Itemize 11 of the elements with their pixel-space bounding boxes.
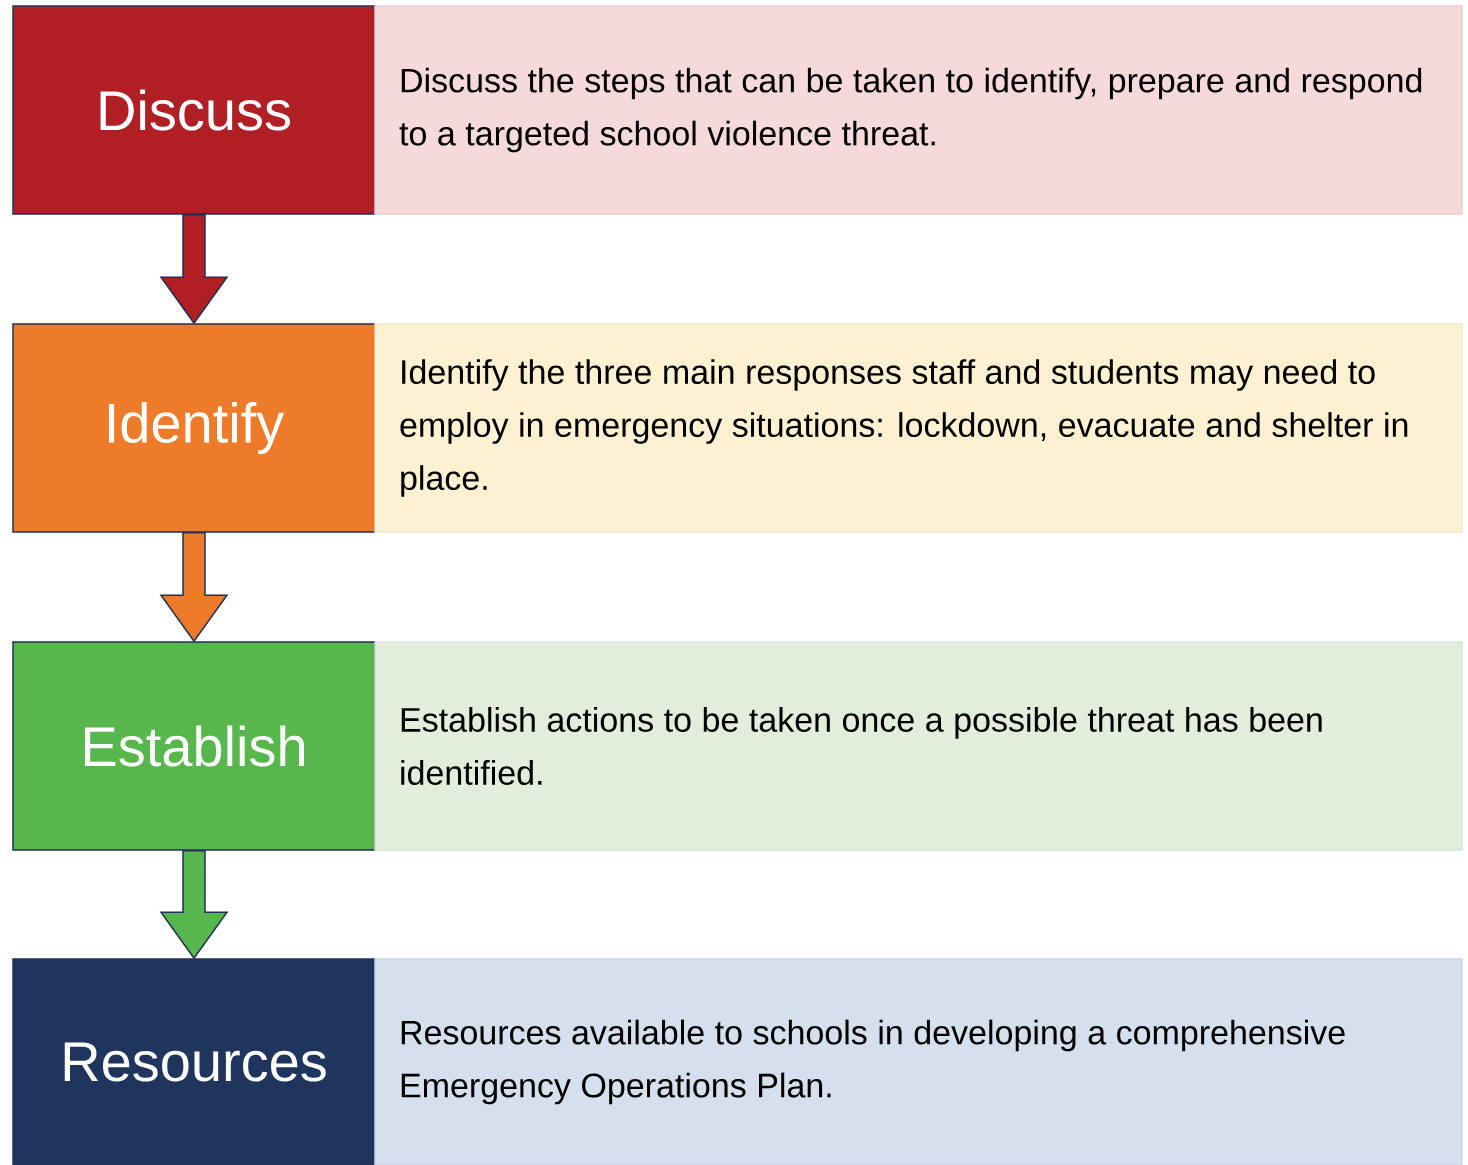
block-arrow [159, 214, 229, 325]
description-box: Establish actions to be taken once a possible threat has been identified. [374, 641, 1463, 851]
step-box: Resources [12, 958, 376, 1165]
step-box: Identify [12, 323, 376, 533]
description-box: Discuss the steps that can be taken to identify, prepare and respond to a targeted school violence threat. [374, 5, 1463, 215]
description-box: Resources available to schools in developing a comprehensive Emergency Operations Plan. [374, 958, 1463, 1165]
step-box: Discuss [12, 5, 376, 215]
block-arrow [159, 532, 229, 643]
step-box: Establish [12, 641, 376, 851]
block-arrow [159, 850, 229, 960]
description-box: Identify the three main responses staff and students may need to employ in emergency situations: lockdown, evacuate and shelter in place. [374, 323, 1463, 533]
